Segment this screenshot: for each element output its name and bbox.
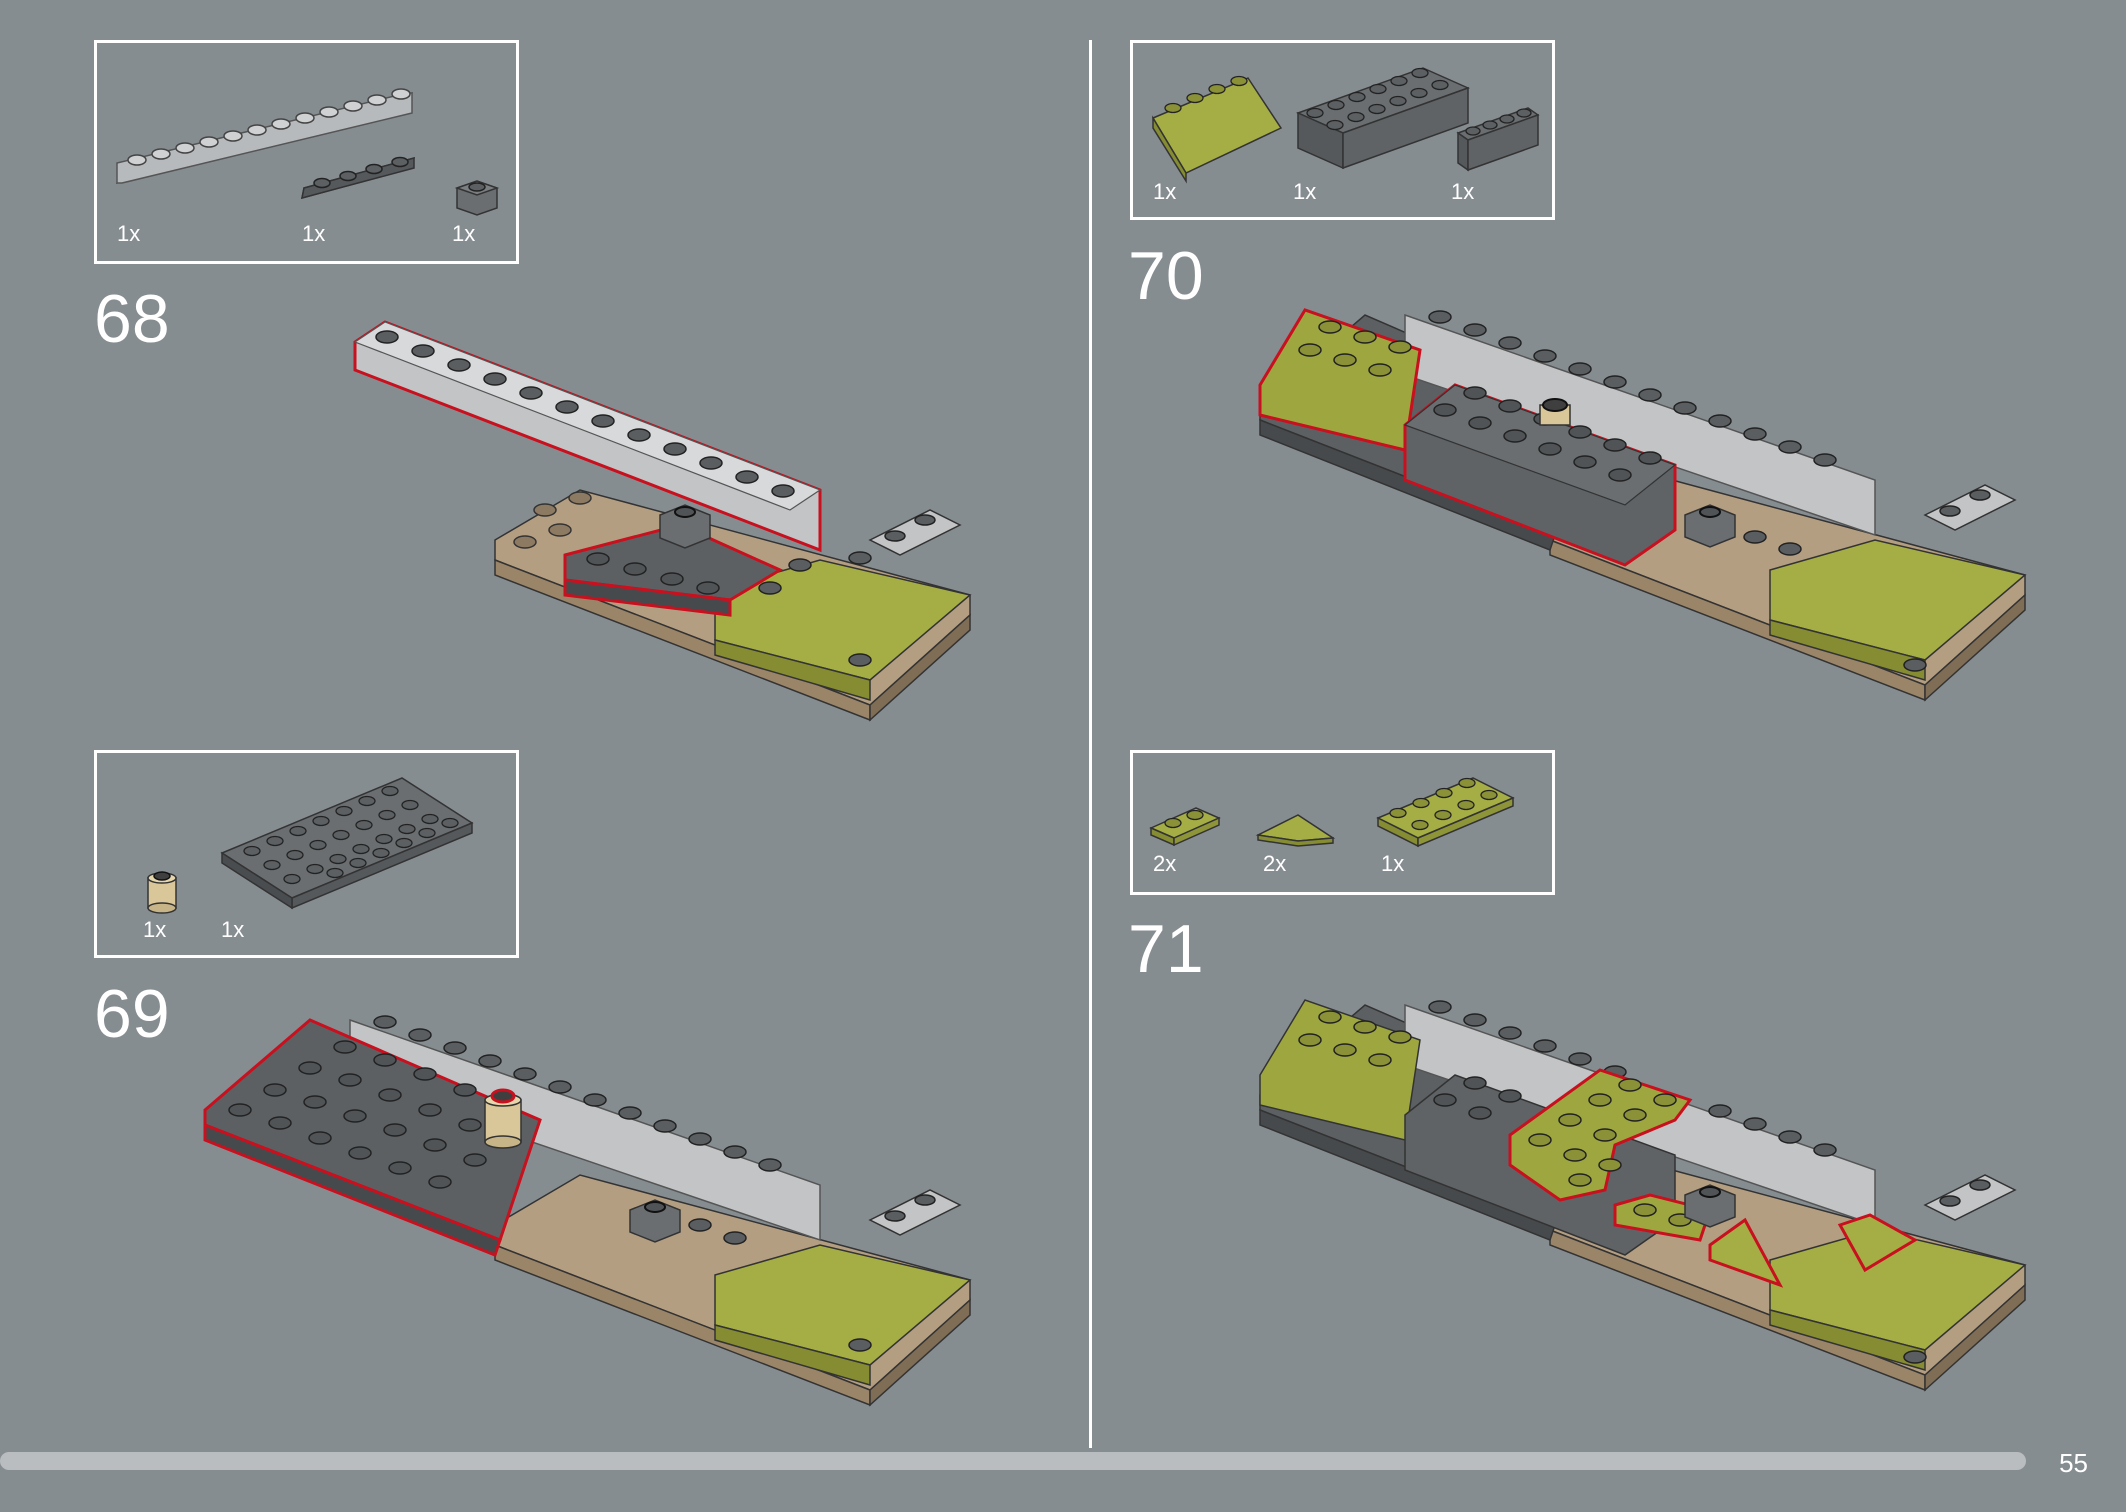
- step-number: 70: [1128, 238, 1204, 314]
- part-qty: 1x: [1381, 851, 1405, 876]
- olive-plate-1x2-icon: [1149, 807, 1221, 847]
- step-69-model: [203, 1015, 972, 1407]
- olive-wedge-tile-icon: [1255, 814, 1336, 847]
- dark-gray-brick-2x6-icon: [1295, 67, 1471, 170]
- step-number: 71: [1128, 911, 1204, 987]
- part-qty: 1x: [1293, 179, 1317, 204]
- olive-plate-2x4-icon: [1376, 777, 1515, 848]
- part-qty: 2x: [1263, 851, 1287, 876]
- olive-slope-2x4-icon: [1151, 75, 1283, 184]
- part-qty: 1x: [302, 221, 326, 246]
- dark-gray-plate-4x8-icon: [220, 777, 474, 910]
- part-qty: 1x: [1451, 179, 1475, 204]
- dark-gray-brick-1x4-icon: [1456, 107, 1540, 172]
- tan-round-brick-1x1-icon: [147, 871, 177, 914]
- part-qty: 1x: [1153, 179, 1177, 204]
- parts-callout-step-70: 1x 1x 1x: [1130, 40, 1555, 220]
- part-qty: 1x: [117, 221, 141, 246]
- step-number: 68: [94, 281, 170, 357]
- light-gray-brick-1x12-icon: [115, 88, 414, 185]
- dark-gray-plate-1x4-icon: [301, 156, 415, 200]
- part-qty: 1x: [452, 221, 476, 246]
- page-number: 55: [2059, 1448, 2088, 1478]
- step-70-model: [1258, 308, 2027, 702]
- step-71-model: [1259, 999, 2027, 1392]
- parts-callout-step-68: 1x 1x 1x: [94, 40, 519, 264]
- parts-callout-step-69: 1x 1x: [94, 750, 519, 958]
- progress-bar: [0, 1452, 2026, 1470]
- step-number: 69: [94, 976, 170, 1052]
- part-qty: 1x: [143, 917, 167, 942]
- part-qty: 2x: [1153, 851, 1177, 876]
- part-qty: 1x: [221, 917, 245, 942]
- page-divider: [1089, 40, 1092, 1448]
- parts-callout-step-71: 2x 2x 1x: [1130, 750, 1555, 895]
- step-68-model: [353, 320, 972, 722]
- dark-gray-brick-1x1-icon: [454, 180, 500, 216]
